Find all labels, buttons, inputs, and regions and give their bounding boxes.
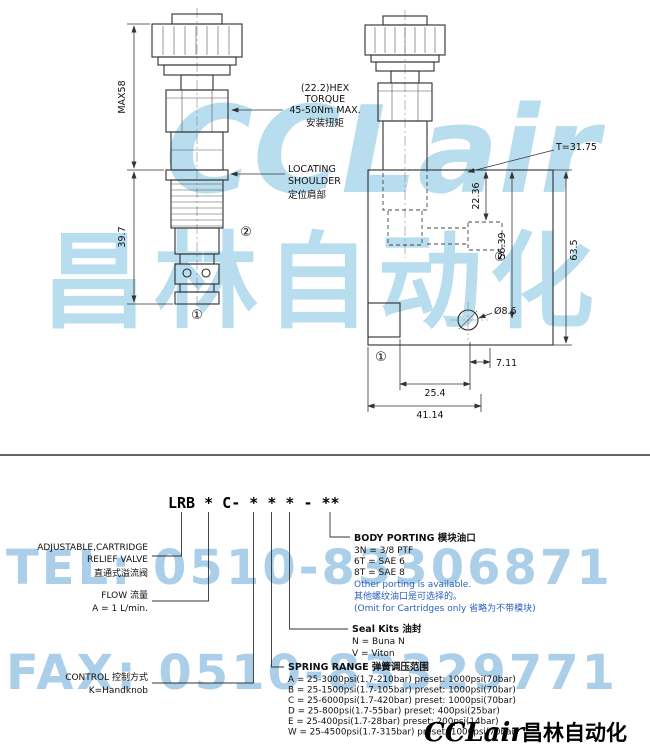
dim-7-11: 7.11: [496, 358, 517, 369]
spring-range-title: SPRING RANGE 弹簧调压范围: [288, 661, 429, 673]
spring-range-optB: B = 25-1500psi(1.7-105bar) preset: 1000p…: [288, 686, 516, 696]
hex-note-line1: (22.2)HEX: [301, 83, 350, 94]
locating-shoulder-note: LOCATING SHOULDER 定位肩部: [230, 164, 341, 201]
dim-63-5: 63.5: [569, 239, 580, 260]
body-porting-note1: Other porting is available.: [354, 580, 471, 590]
locating-line2: SHOULDER: [288, 176, 341, 187]
spring-range-optW: W = 25-4500psi(1.7-315bar) preset: 1000p…: [288, 728, 519, 738]
flow-line1: FLOW 流量: [101, 589, 148, 601]
dim-hole-dia: Ø8.6: [494, 306, 517, 317]
spring-range-optD: D = 25-800psi(1.7-55bar) preset: 400psi(…: [288, 707, 500, 717]
dim-56-39: 56.39: [497, 232, 508, 259]
seal-kits-opt2: V = Viton: [352, 649, 395, 659]
cross-hole-left: [182, 268, 192, 278]
watermark-fax: FAX: 0510-83329771: [6, 645, 618, 701]
model-code-breakdown: LRB * C- * * * - ** ADJUSTABLE,CARTRIDGE…: [37, 494, 535, 738]
callout-body-porting: BODY PORTING 模块油口 3N = 3/8 PTF 6T = SAE …: [354, 532, 536, 614]
callout-spring-range: SPRING RANGE 弹簧调压范围 A = 25-3000psi(1.7-2…: [288, 661, 519, 738]
footer-logo: CCLair 昌林自动化: [424, 718, 627, 748]
knob-knurling: [374, 27, 436, 53]
cross-hole-right: [201, 268, 211, 278]
hex-torque-note: (22.2)HEX TORQUE 45-50Nm MAX. 安装扭矩: [231, 83, 361, 129]
seal-kits-title: Seal Kits 油封: [352, 623, 422, 635]
hex-note-line4: 安装扭矩: [306, 117, 345, 129]
bottom-port: [367, 302, 401, 338]
seal-kits-opt1: N = Buna N: [352, 637, 405, 647]
port1-marker: ①: [375, 350, 387, 365]
spring-range-optC: C = 25-6000psi(1.7-420bar) preset: 1000p…: [288, 696, 516, 706]
knob-knurling: [162, 26, 230, 55]
nose-tip: [174, 291, 220, 305]
dim-25-4: 25.4: [424, 388, 445, 399]
cross-drilled-hole: [450, 302, 488, 340]
body-porting-note3: (Omit for Cartridges only 省略为不带模块): [354, 602, 536, 614]
body-porting-note2: 其他螺纹油口是可选择的。: [354, 590, 462, 602]
callout-flow: FLOW 流量 A = 1 L/min.: [92, 589, 148, 614]
body-porting-opt1: 3N = 3/8 PTF: [354, 546, 413, 556]
thread-hatching: [171, 183, 223, 227]
callout-connectors: [152, 512, 350, 684]
flow-line2: A = 1 L/min.: [92, 604, 148, 614]
port1-marker: ①: [191, 308, 203, 323]
body-porting-opt2: 6T = SAE 6: [354, 557, 405, 567]
footer-logo-latin: CCLair: [424, 718, 526, 748]
spring-range-optA: A = 25-3000psi(1.7-210bar) preset: 1000p…: [288, 675, 516, 685]
locating-line1: LOCATING: [288, 164, 336, 175]
valve-type-line3: 直通式溢流阀: [94, 567, 148, 579]
manifold-block: [367, 169, 554, 346]
footer-logo-cn: 昌林自动化: [522, 721, 627, 745]
dim-39-7: 39.7: [117, 226, 128, 247]
model-code: LRB * C- * * * - **: [168, 494, 340, 512]
dim-thread: T=31.75: [555, 142, 597, 153]
body-porting-title: BODY PORTING 模块油口: [354, 532, 476, 544]
callout-seal-kits: Seal Kits 油封 N = Buna N V = Viton: [352, 623, 422, 659]
port2-marker: ②: [494, 250, 506, 265]
installation-dimensions: T=31.75 22.36 56.39 63.5 Ø8.6 7.11 25.4 …: [367, 142, 597, 421]
dim-max58: MAX58: [117, 80, 128, 113]
left-valve-view: ② ① MAX58 39.7 (22.2)HEX TORQUE 45-50Nm …: [117, 8, 361, 323]
callout-control: CONTROL 控制方式 K=Handknob: [65, 671, 148, 696]
hex-note-line2: TORQUE: [304, 94, 345, 105]
valve-type-line1: ADJUSTABLE,CARTRIDGE: [37, 543, 148, 553]
watermark-brand: CCLair: [165, 82, 606, 221]
side-port-window: [467, 221, 503, 251]
callout-valve-type: ADJUSTABLE,CARTRIDGE RELIEF VALVE 直通式溢流阀: [37, 543, 148, 579]
spring-range-optE: E = 25-400psi(1.7-28bar) preset: 200psi(…: [288, 717, 499, 727]
dim-22-36: 22.36: [471, 182, 482, 209]
locating-line3: 定位肩部: [288, 189, 326, 201]
control-line2: K=Handknob: [89, 686, 149, 696]
dim-41-14: 41.14: [416, 410, 443, 421]
body-porting-opt3: 8T = SAE 8: [354, 568, 405, 578]
control-line1: CONTROL 控制方式: [65, 671, 148, 683]
cavity-hidden-lines: [382, 169, 503, 251]
hex-note-line3: 45-50Nm MAX.: [289, 105, 360, 116]
port2-marker: ②: [240, 225, 252, 240]
watermark-tel: TEL: 0510-83306871: [6, 540, 613, 596]
left-view-dimensions: MAX58 39.7: [117, 23, 173, 305]
valve-type-line2: RELIEF VALVE: [87, 555, 148, 565]
installation-view: ② ① T=31.75 22.36 56.39 63.5 Ø8.6 7.11: [364, 10, 597, 421]
